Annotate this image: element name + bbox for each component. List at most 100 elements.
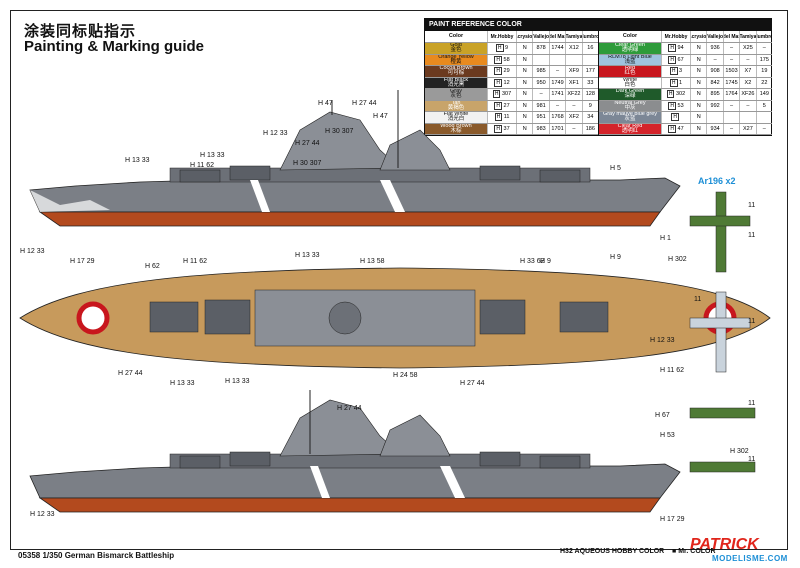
page-frame <box>10 10 788 550</box>
paint-cell: N <box>691 54 708 65</box>
paint-cell: – <box>724 43 741 54</box>
paint-header-cell: Mr.Hobby <box>488 31 517 42</box>
marking-callout: H 30 307 <box>293 160 322 167</box>
marking-callout: H 302 <box>668 256 687 263</box>
page-title: Painting & Marking guide <box>24 38 205 55</box>
paint-cell: XF2 <box>566 112 583 123</box>
marking-callout: H 11 62 <box>660 367 684 374</box>
paint-cell: – <box>724 54 741 65</box>
paint-cell: 936 <box>707 43 724 54</box>
aircraft-decal-number: 11 <box>748 318 756 325</box>
paint-cell <box>566 54 583 65</box>
paint-cell: 128 <box>585 91 595 98</box>
paint-cell: 950 <box>533 77 550 88</box>
paint-cell: 1768 <box>550 112 567 123</box>
aircraft-decal-number: 11 <box>748 202 756 209</box>
marking-callout: H 11 62 <box>183 258 207 265</box>
paint-cell: 149 <box>759 91 769 98</box>
paint-cell: 1745 <box>724 77 741 88</box>
marking-callout: H 13 33 <box>225 378 250 385</box>
marking-callout: H 27 44 <box>118 370 143 377</box>
marking-callout: H 12 33 <box>650 337 675 344</box>
paint-header-cell: Acrysion <box>517 31 534 42</box>
marking-callout: H 62 <box>145 263 160 270</box>
paint-cell: N <box>691 100 708 111</box>
marking-callout: H 9 <box>610 254 621 261</box>
marking-callout: H 12 33 <box>263 130 288 137</box>
paint-cell <box>550 54 567 65</box>
paint-cell: 9 <box>588 102 592 109</box>
paint-cell: – <box>707 54 724 65</box>
paint-cell: 1749 <box>550 77 567 88</box>
marking-callout: H 47 <box>318 100 333 107</box>
paint-header-cell: Humbrol <box>757 33 772 40</box>
paint-mr-hobby: H 307 <box>488 89 517 100</box>
paint-cell: XF26 <box>740 89 757 100</box>
paint-cell: 19 <box>761 68 768 75</box>
paint-header-cell: Color <box>425 31 488 42</box>
paint-cell: 981 <box>533 100 550 111</box>
paint-header-cell: Mr.Hobby <box>662 31 691 42</box>
aircraft-decal-number: 11 <box>748 456 756 463</box>
paint-cell: – <box>762 125 766 132</box>
aircraft-decal-number: 11 <box>748 400 756 407</box>
paint-cell <box>533 54 550 65</box>
paint-cell: 878 <box>533 43 550 54</box>
paint-cell: – <box>724 100 741 111</box>
marking-callout: H 11 62 <box>190 162 214 169</box>
paint-header-cell: Humbrol <box>583 33 598 40</box>
paint-mr-hobby: H 29 <box>488 66 517 77</box>
paint-cell: N <box>691 89 708 100</box>
paint-cell <box>707 112 724 123</box>
paint-header-cell: Acrysion <box>691 31 708 42</box>
marking-callout: H 12 33 <box>30 511 55 518</box>
page-title-cn: 涂装同标贴指示 <box>24 23 137 40</box>
marking-callout: H 9 <box>540 258 551 265</box>
marking-callout: H 5 <box>610 165 621 172</box>
paint-cell: N <box>517 100 534 111</box>
paint-reference-table: PAINT REFERENCE COLOR ColorMr.HobbyAcrys… <box>424 18 772 136</box>
legend-mr-color: ■ Mr. COLOR <box>672 548 716 555</box>
marking-callout: H 33 62 <box>520 258 545 265</box>
marking-callout: H 13 58 <box>360 258 385 265</box>
marking-callout: H 1 <box>660 235 671 242</box>
paint-cell: N <box>517 43 534 54</box>
paint-header-cell: Vallejo <box>707 31 724 42</box>
paint-cell: N <box>691 112 708 123</box>
paint-mr-hobby: H 11 <box>488 112 517 123</box>
paint-cell <box>740 112 757 123</box>
paint-mr-hobby: H 67 <box>662 54 691 65</box>
paint-header-cell: Model Master <box>550 31 567 42</box>
paint-cell: 951 <box>533 112 550 123</box>
paint-mr-hobby: H 3 <box>662 66 691 77</box>
legend-hobby-color: H32 AQUEOUS HOBBY COLOR <box>560 548 665 555</box>
paint-cell: 22 <box>761 79 768 86</box>
marking-callout: H 13 33 <box>170 380 195 387</box>
paint-cell: – <box>740 54 757 65</box>
paint-cell: XF9 <box>566 66 583 77</box>
paint-mr-hobby: H 1 <box>662 77 691 88</box>
aircraft-decal-number: 11 <box>748 232 756 239</box>
paint-cell: N <box>517 112 534 123</box>
paint-header-cell: Tamiya <box>566 31 583 42</box>
paint-mr-hobby: H 9 <box>488 43 517 54</box>
marking-callout: H 27 44 <box>352 100 377 107</box>
footer-legend: H32 AQUEOUS HOBBY COLOR ■ Mr. COLOR <box>560 548 716 555</box>
paint-cell: N <box>517 66 534 77</box>
